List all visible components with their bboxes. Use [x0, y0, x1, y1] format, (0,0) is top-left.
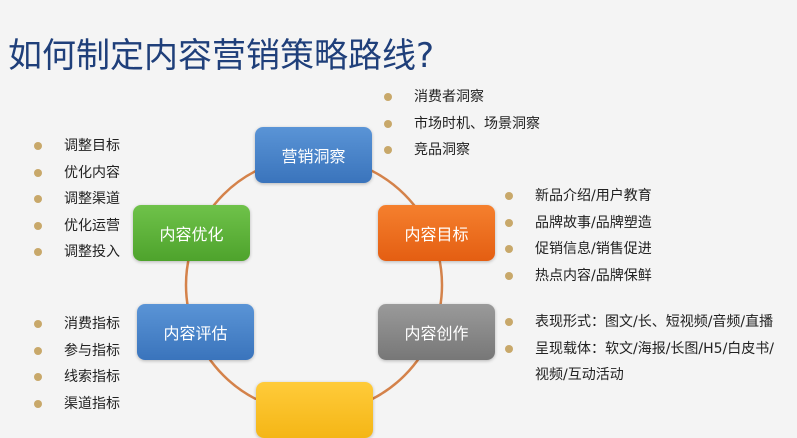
list-item: 调整投入: [34, 239, 120, 266]
page-title: 如何制定内容营销策略路线?: [8, 36, 435, 76]
node-goal[interactable]: 内容目标: [378, 205, 495, 261]
list-item: 调整目标: [34, 133, 120, 160]
list-item: 消费者洞察: [384, 84, 540, 111]
list-item: 竞品洞察: [384, 137, 540, 164]
insight-list: 消费者洞察 市场时机、场景洞察 竞品洞察: [384, 84, 540, 164]
node-create[interactable]: 内容创作: [378, 304, 495, 360]
node-distribute[interactable]: [256, 382, 373, 438]
list-item: 线索指标: [34, 364, 120, 391]
goal-list: 新品介绍/用户教育 品牌故事/品牌塑造 促销信息/销售促进 热点内容/品牌保鲜: [505, 183, 652, 289]
list-item: 调整渠道: [34, 186, 120, 213]
list-item: 新品介绍/用户教育: [505, 183, 652, 210]
list-item: 表现形式：图文/长、短视频/音频/直播: [505, 309, 774, 336]
list-item: 促销信息/销售促进: [505, 236, 652, 263]
list-item: 市场时机、场景洞察: [384, 111, 540, 138]
list-item: 消费指标: [34, 311, 120, 338]
optimize-list: 调整目标 优化内容 调整渠道 优化运营 调整投入: [34, 133, 120, 266]
list-item: 优化运营: [34, 213, 120, 240]
list-item: 品牌故事/品牌塑造: [505, 210, 652, 237]
list-item: 参与指标: [34, 338, 120, 365]
node-evaluate[interactable]: 内容评估: [137, 304, 254, 360]
list-item: 优化内容: [34, 160, 120, 187]
list-item: 呈现载体：软文/海报/长图/H5/白皮书/: [505, 336, 774, 363]
node-optimize[interactable]: 内容优化: [133, 205, 250, 261]
list-item: 渠道指标: [34, 391, 120, 418]
node-insight[interactable]: 营销洞察: [255, 127, 372, 183]
evaluate-list: 消费指标 参与指标 线索指标 渠道指标: [34, 311, 120, 417]
list-item: 热点内容/品牌保鲜: [505, 263, 652, 290]
list-item-continued: 视频/互动活动: [535, 367, 624, 383]
create-list: 表现形式：图文/长、短视频/音频/直播 呈现载体：软文/海报/长图/H5/白皮书…: [505, 309, 774, 389]
